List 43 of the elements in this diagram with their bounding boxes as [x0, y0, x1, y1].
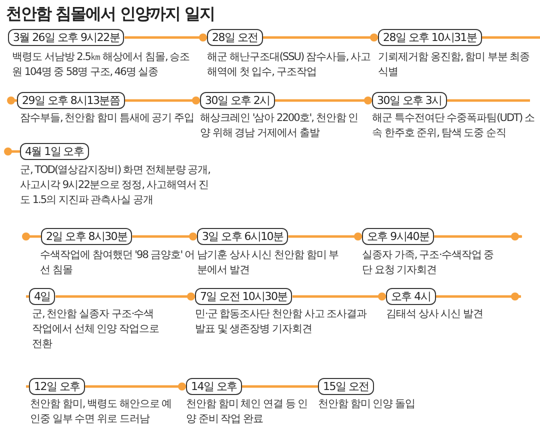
timeline-line	[84, 382, 186, 390]
event-description: 해군 특수전여단 수중폭파팀(UDT) 소속 한주호 준위, 탐색 도중 순직	[372, 111, 536, 141]
date-box: 3일 오후 6시10분	[197, 228, 288, 245]
date-box: 12일 오후	[29, 378, 85, 395]
timeline-line	[242, 385, 318, 388]
date-box: 30일 오후 2시	[200, 92, 275, 109]
event-description: 군, 천안함 실종자 구조·수색작업에서 선체 인양 작업으로 전환	[32, 307, 160, 352]
date-box: 오후 9시40분	[362, 228, 434, 245]
event-description: 남기훈 상사 시신 천안함 함미 부분에서 발견	[197, 248, 340, 278]
date-box: 4일	[29, 288, 56, 305]
event-description: 실종자 가족, 구조·수색작업 중단 요청 기자회견	[362, 248, 495, 278]
event-description: 김태석 상사 시신 발견	[386, 307, 484, 322]
event-description: 기뢰제거함 옹진함, 함미 부분 최종 식별	[378, 50, 531, 80]
timeline-line	[274, 96, 372, 104]
event-description: 천안함 함미 인양 돌입	[318, 397, 416, 412]
timeline-line	[124, 96, 200, 104]
date-box: 7일 오전 10시30분	[195, 288, 292, 305]
event-description: 백령도 서남방 2.5㎞ 해상에서 침몰, 승조원 104명 중 58명 구조, 46명 실종	[12, 50, 191, 80]
date-box: 3월 26일 오후 9시22분	[8, 29, 124, 46]
date-box: 28일 오후 10시31분	[378, 29, 482, 46]
timeline-line	[132, 232, 197, 240]
timeline-line	[292, 292, 386, 300]
event-description: 천안함 함미, 백령도 해안으로 예인중 일부 수면 위로 드러남	[30, 397, 173, 427]
event-description: 군, TOD(열상감지장비) 화면 전체분량 공개, 사고시각 9시22분으로 정정, 사고해역서 진도 1.5의 지진파 관측사실 공개	[20, 163, 210, 208]
diagram-title: 천안함 침몰에서 인양까지 일지	[6, 4, 215, 25]
date-box: 2일 오후 8시30분	[41, 228, 132, 245]
event-description: 해군 해난구조대(SSU) 잠수사들, 사고해역에 첫 입수, 구조작업	[207, 50, 372, 80]
event-description: 민·군 합동조사단 천안함 사고 조사결과 발표 및 생존장병 기자회견	[195, 307, 368, 337]
timeline-line	[124, 34, 207, 42]
date-box: 28일 오전	[207, 29, 263, 46]
timeline-line	[288, 232, 362, 240]
event-description: 잠수부들, 천안함 함미 틈새에 공기 주입	[20, 111, 195, 126]
date-box: 14일 오후	[186, 378, 242, 395]
event-description: 수색작업에 참여했던 '98 금양호' 어선 침몰	[40, 248, 196, 278]
date-box: 15일 오전	[318, 378, 374, 395]
date-box: 4월 1일 오후	[20, 143, 89, 160]
event-description: 해상크레인 '삼아 2200호', 천안함 인양 위해 경남 거제에서 출발	[200, 111, 360, 141]
date-box: 29일 오후 8시13분쯤	[17, 92, 125, 109]
event-description: 천안함 함미 체인 연결 등 인양 준비 작업 완료	[186, 397, 309, 427]
timeline-line	[262, 34, 378, 42]
date-box: 30일 오후 3시	[372, 92, 447, 109]
date-box: 오후 4시	[386, 288, 436, 305]
timeline-line	[55, 292, 195, 300]
